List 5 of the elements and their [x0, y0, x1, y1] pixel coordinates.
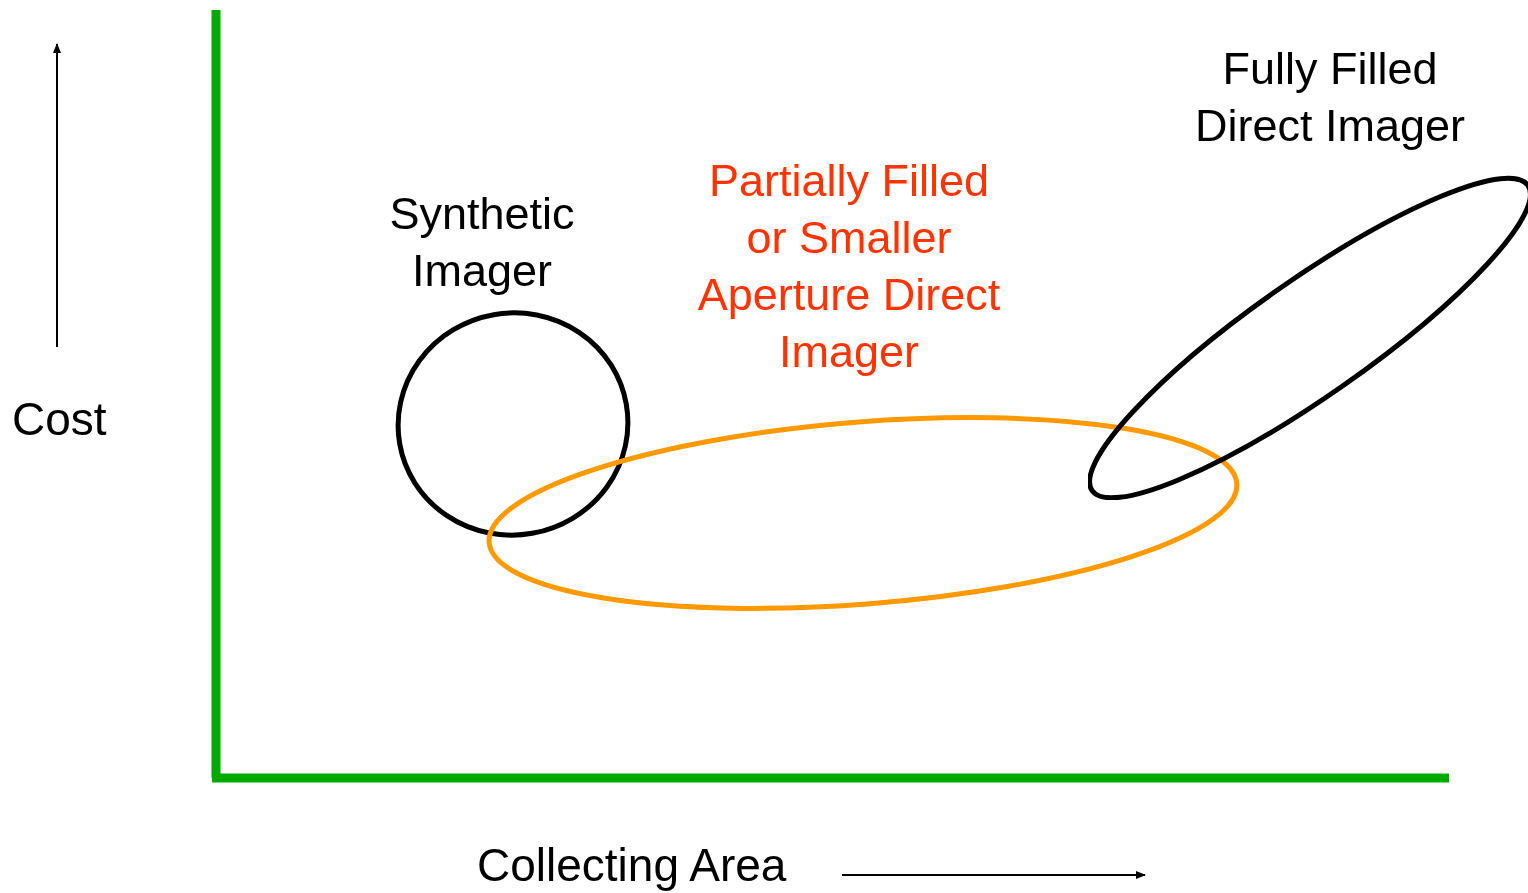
axis-label: Collecting Area [477, 838, 787, 892]
node-label: Fully Filled Direct Imager [1193, 42, 1467, 153]
axis-label: Cost [12, 392, 107, 446]
node-label: Synthetic Imager [388, 187, 576, 298]
node-label: Partially Filled or Smaller Aperture Direct Imager [696, 154, 1002, 379]
